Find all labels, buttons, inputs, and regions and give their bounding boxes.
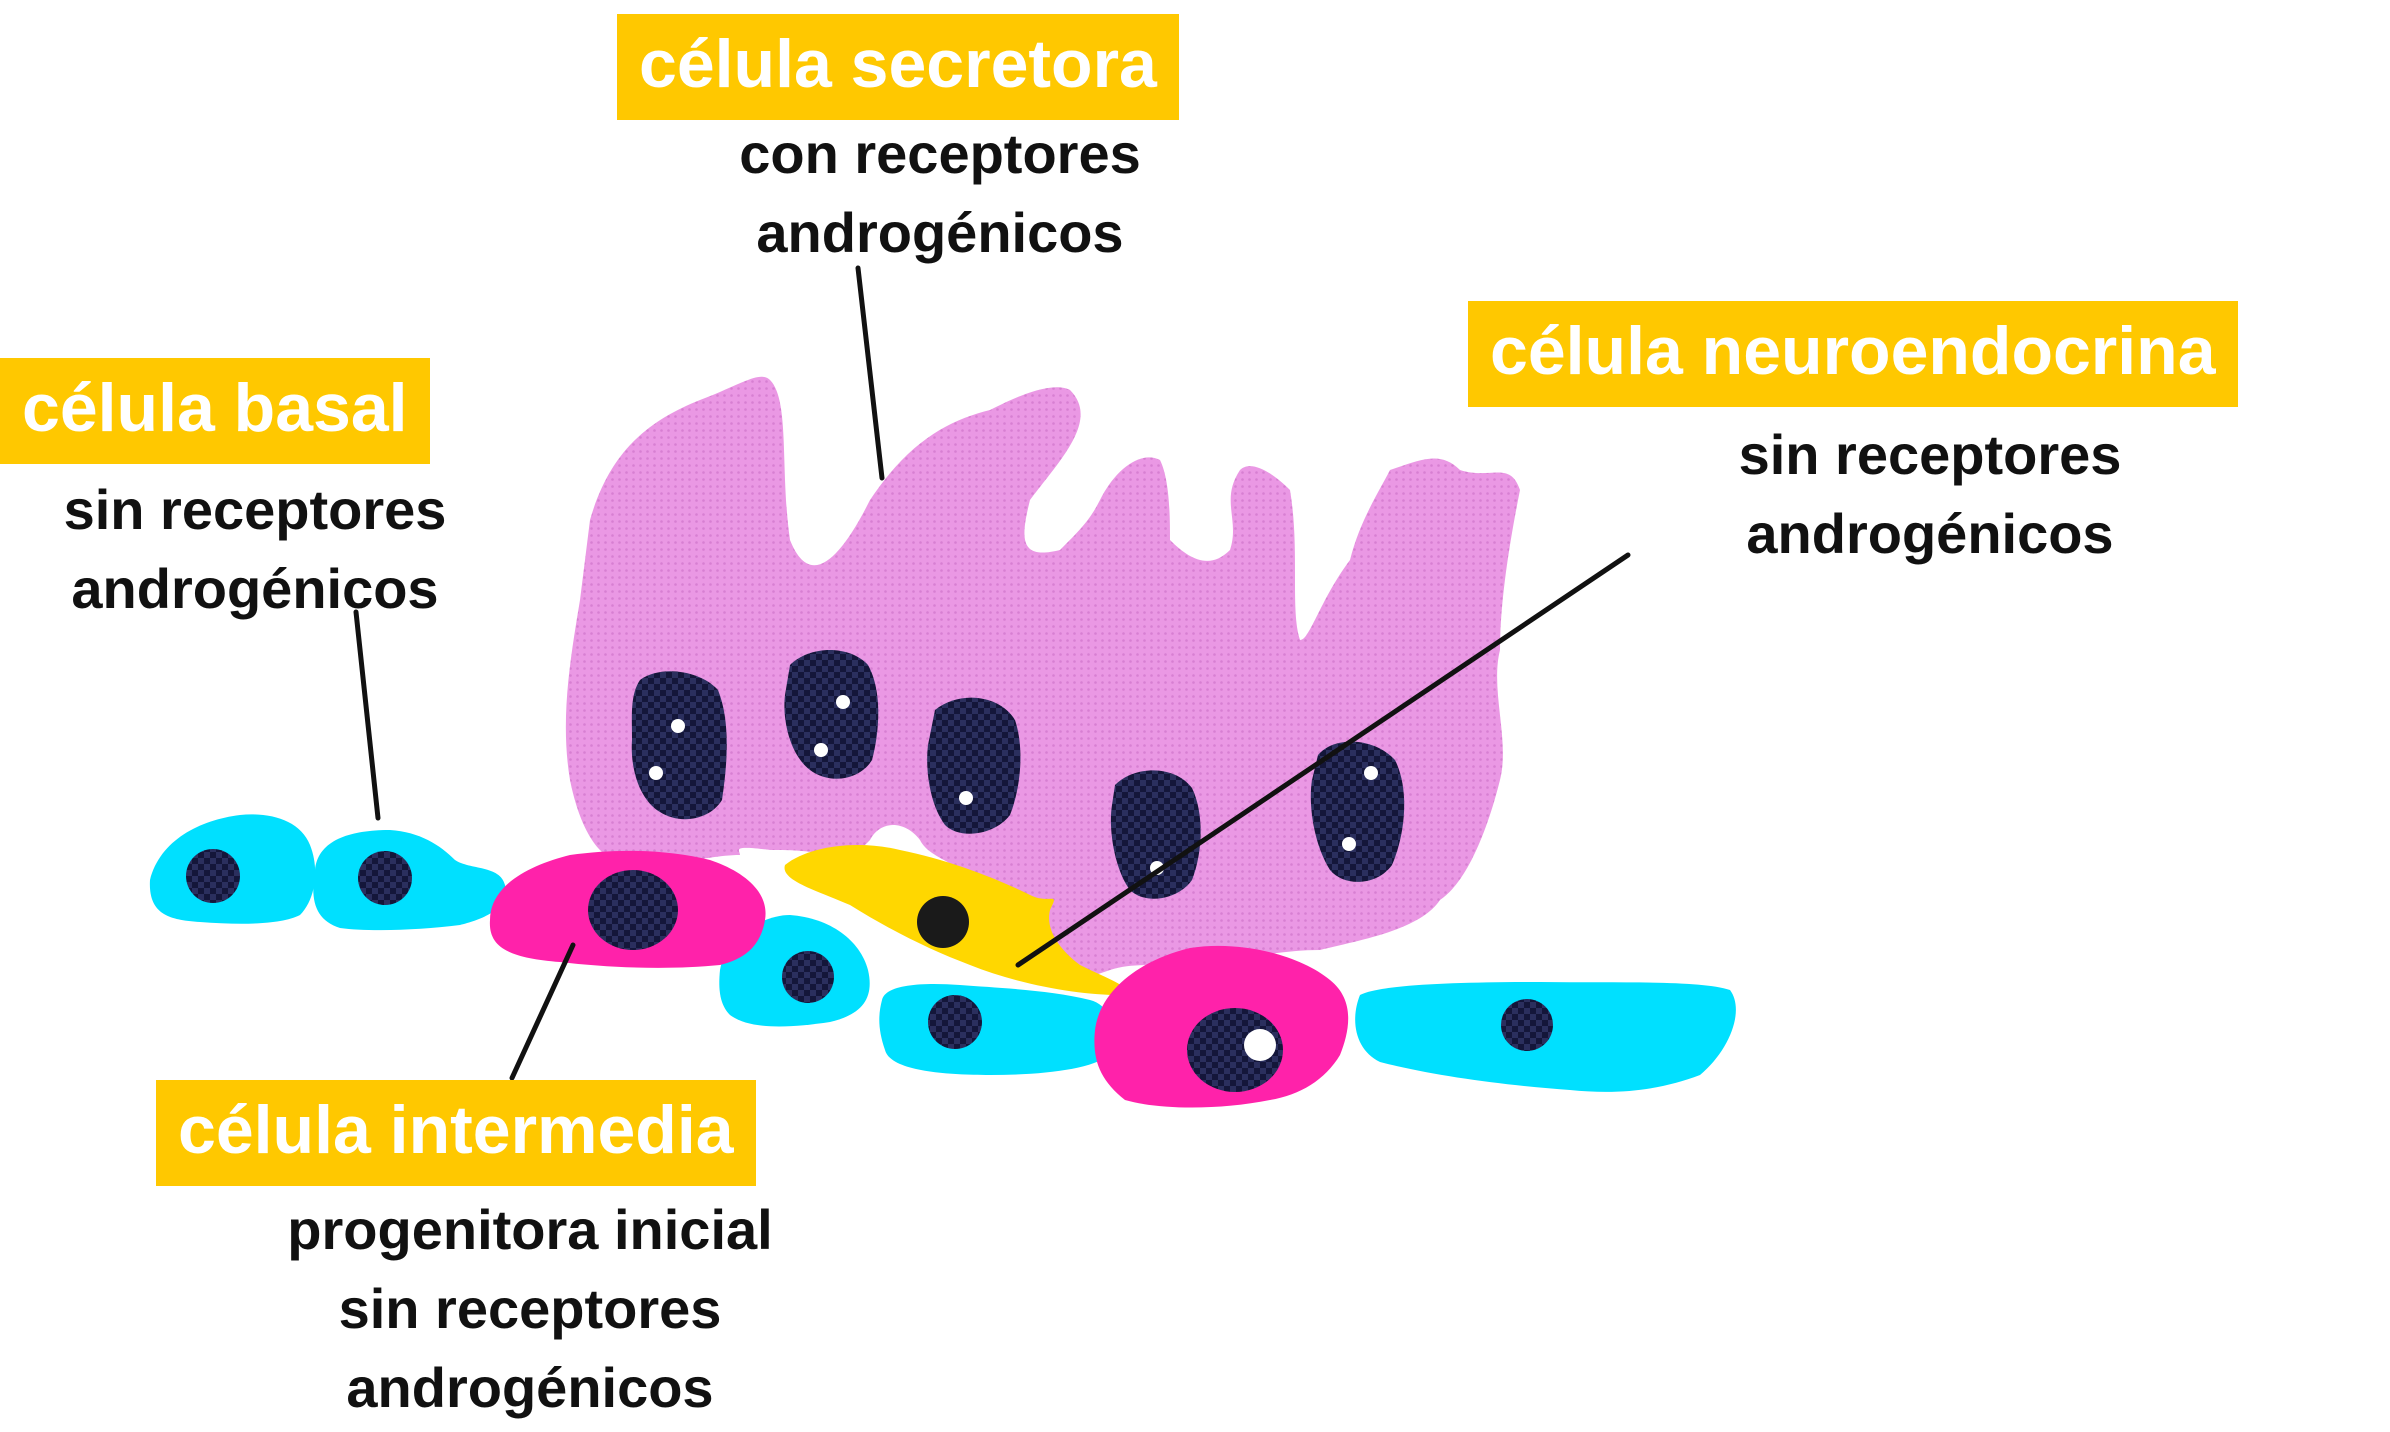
nucleus: [1187, 1008, 1283, 1092]
leader-line-neuroendocrine: [1015, 552, 1631, 968]
label-neuroendocrine-title: célula neuroendocrina: [1468, 301, 2238, 407]
desc-line: con receptores: [739, 122, 1141, 185]
secretory-cell: [565, 376, 1520, 985]
leader-line-intermediate: [509, 942, 576, 1081]
desc-line: sin receptores: [338, 1277, 722, 1340]
nucleus: [782, 951, 834, 1003]
nucleus: [784, 650, 879, 779]
nucleus: [928, 995, 982, 1049]
nucleus: [1501, 999, 1553, 1051]
nucleus: [186, 849, 240, 903]
desc-line: androgénicos: [346, 1356, 714, 1419]
label-basal-desc: sin receptores androgénicos: [0, 470, 510, 628]
desc-line: sin receptores: [1738, 423, 2122, 486]
desc-line: sin receptores: [63, 478, 447, 541]
nucleus: [1310, 741, 1405, 882]
label-secretory-desc: con receptores androgénicos: [640, 114, 1240, 272]
desc-line: progenitora inicial: [287, 1198, 773, 1261]
desc-line: androgénicos: [1746, 502, 2114, 565]
basal-cell: [879, 983, 1114, 1075]
leader-line-secretory: [855, 265, 885, 481]
leader-line-basal: [353, 609, 381, 821]
nucleus: [927, 697, 1021, 834]
label-secretory-title: célula secretora: [617, 14, 1179, 120]
label-neuroendocrine-desc: sin receptores androgénicos: [1630, 415, 2230, 573]
desc-line: androgénicos: [71, 557, 439, 620]
label-basal-title: célula basal: [0, 358, 430, 464]
nucleus: [631, 671, 727, 820]
nucleus: [358, 851, 412, 905]
nucleus: [1110, 770, 1201, 899]
label-intermediate-desc: progenitora inicial sin receptores andro…: [180, 1190, 880, 1427]
nucleus: [588, 870, 678, 950]
desc-line: androgénicos: [756, 201, 1124, 264]
label-intermediate-title: célula intermedia: [156, 1080, 756, 1186]
nucleus: [917, 896, 969, 948]
